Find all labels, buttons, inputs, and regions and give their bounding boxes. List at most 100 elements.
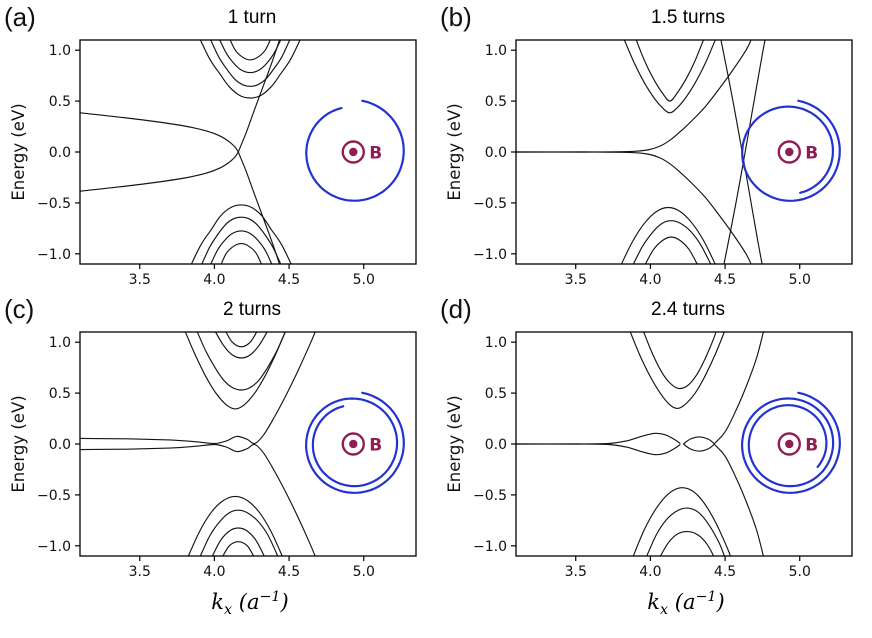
band-upper-v-band-2	[635, 40, 705, 102]
band-flat-bulge-lower	[516, 443, 681, 456]
panel-label-c: (c)	[4, 294, 35, 324]
band-flat-eye-upper	[80, 332, 316, 445]
band-lower-band-2	[632, 220, 712, 264]
band-curves	[516, 332, 764, 556]
band-steep-right-up	[723, 40, 766, 264]
band-lower-band-2	[199, 509, 279, 556]
y-tick-label: 0.5	[49, 386, 71, 402]
coil-spiral	[305, 99, 405, 202]
panel-title-b: 1.5 turns	[651, 7, 725, 28]
band-lower-band-1	[190, 204, 292, 264]
y-axis-label: Energy (eV)	[9, 395, 28, 492]
band-small-eye-lower	[682, 443, 715, 452]
y-tick-label: −1.0	[37, 539, 71, 555]
field-label: B	[805, 436, 818, 456]
band-lower-band-1	[632, 487, 731, 556]
y-axis-label: Energy (eV)	[445, 395, 464, 492]
band-cone-right-lower	[237, 151, 281, 264]
band-lower-band-3	[211, 527, 265, 556]
field-dot-icon	[349, 147, 358, 157]
band-top-band-2	[225, 332, 258, 348]
field-dot-icon	[349, 439, 358, 449]
y-tick-label: −0.5	[473, 196, 507, 212]
field-out-of-plane-icon	[777, 140, 801, 164]
band-upper-v-band	[629, 332, 725, 409]
y-axis-label: Energy (eV)	[445, 103, 464, 200]
coil-spiral	[741, 99, 841, 202]
x-tick-label: 3.5	[129, 564, 151, 580]
x-tick-label: 4.0	[203, 272, 225, 288]
field-label: B	[369, 144, 382, 164]
field-out-of-plane-icon	[341, 140, 365, 164]
x-axis-label-c: kx (a−1)	[211, 589, 289, 619]
panel-title-a: 1 turn	[227, 7, 277, 28]
band-curves	[80, 40, 301, 264]
panel-label-a: (a)	[4, 2, 36, 32]
field-label: B	[805, 144, 818, 164]
band-flat-eye-lower	[80, 443, 316, 556]
x-tick-label: 5.0	[353, 564, 375, 580]
band-lower-band-2	[646, 507, 725, 556]
band-lower-band-1	[187, 495, 283, 556]
field-out-of-plane-icon	[777, 432, 801, 456]
y-tick-label: 0.0	[49, 145, 71, 161]
band-lower-band-2	[201, 216, 282, 264]
x-axis-label-d: kx (a−1)	[647, 589, 725, 619]
field-dot-icon	[785, 147, 794, 157]
band-flat-split-lower	[516, 151, 752, 264]
band-lower-band-3	[210, 230, 273, 264]
y-tick-label: −0.5	[473, 488, 507, 504]
panel-title-c: 2 turns	[222, 299, 282, 320]
field-label: B	[369, 436, 382, 456]
band-lower-band-3	[659, 530, 715, 556]
band-curves	[80, 332, 316, 556]
band-upper-band-2	[643, 332, 717, 390]
x-tick-label: 4.5	[278, 564, 300, 580]
band-top-band-1	[214, 332, 268, 359]
x-tick-label: 3.5	[565, 272, 587, 288]
x-tick-label: 3.5	[565, 564, 587, 580]
coil-spiral	[741, 391, 841, 494]
plot-frame	[515, 331, 853, 557]
x-tick-label: 4.5	[714, 564, 736, 580]
y-tick-label: −1.0	[473, 247, 507, 263]
band-cone-right-upper	[237, 40, 281, 153]
band-diverge-lower	[714, 444, 764, 556]
y-tick-label: 0.0	[485, 437, 507, 453]
band-diverge-upper	[714, 332, 764, 444]
panel-label-b: (b)	[440, 2, 472, 32]
y-tick-label: −0.5	[37, 488, 71, 504]
y-axis-label: Energy (eV)	[9, 103, 28, 200]
y-tick-label: 0.5	[485, 386, 507, 402]
y-tick-label: −0.5	[37, 196, 71, 212]
y-tick-label: 1.0	[485, 335, 507, 351]
band-curves	[516, 40, 766, 264]
band-small-eye-upper	[682, 436, 715, 445]
band-cone-left-lower	[80, 151, 239, 192]
x-tick-label: 5.0	[353, 272, 375, 288]
y-tick-label: 1.0	[485, 43, 507, 59]
y-tick-label: 1.0	[49, 43, 71, 59]
band-upper-v-band	[623, 40, 716, 114]
coil-spiral	[304, 391, 405, 494]
band-lower-band-1	[620, 206, 716, 264]
y-tick-label: 0.0	[49, 437, 71, 453]
band-upper-v-band	[184, 332, 286, 410]
y-tick-label: 0.5	[485, 94, 507, 110]
x-tick-label: 4.0	[203, 564, 225, 580]
band-upper-band-4	[229, 40, 271, 61]
y-tick-label: 0.5	[49, 94, 71, 110]
band-upper-band-1	[199, 40, 301, 99]
band-cone-left-upper	[80, 112, 239, 153]
x-tick-label: 4.5	[278, 272, 300, 288]
band-upper-band-2	[196, 332, 286, 391]
x-tick-label: 5.0	[789, 564, 811, 580]
